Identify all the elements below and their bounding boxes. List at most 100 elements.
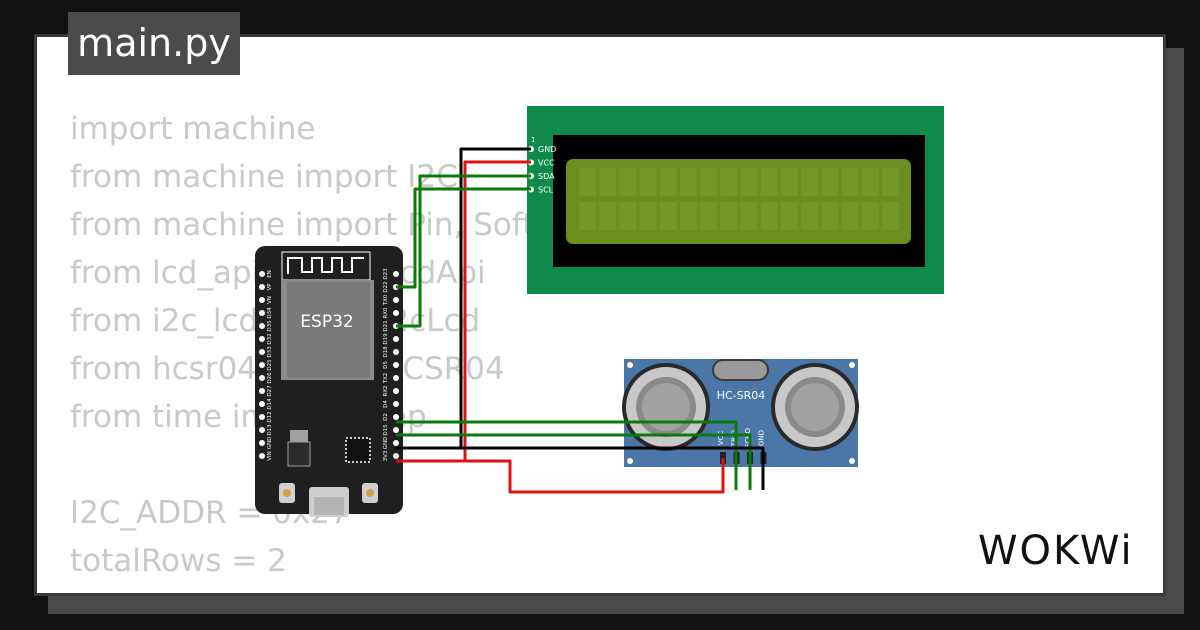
lcd-character-grid bbox=[579, 168, 899, 230]
esp32-pin-label: D26 bbox=[267, 372, 273, 384]
esp32-pin[interactable] bbox=[393, 271, 399, 277]
esp32-pin[interactable] bbox=[393, 453, 399, 459]
esp32-pin[interactable] bbox=[259, 284, 265, 290]
esp32-pin[interactable] bbox=[259, 440, 265, 446]
esp32-pin[interactable] bbox=[393, 349, 399, 355]
sensor-mount-hole bbox=[849, 458, 855, 464]
wire-sensor-echo[interactable] bbox=[396, 433, 752, 490]
esp32-pin-label: D32 bbox=[267, 333, 273, 344]
esp32-pin[interactable] bbox=[259, 362, 265, 368]
esp32-pin[interactable] bbox=[259, 453, 265, 459]
micro-usb-opening bbox=[314, 497, 344, 515]
wokwi-logo: WOKWi bbox=[978, 528, 1134, 574]
lcd-char-cell bbox=[720, 168, 738, 196]
esp32-pin-label: D35 bbox=[267, 320, 273, 332]
voltage-regulator-tab bbox=[290, 430, 308, 442]
sensor-pin-label: VCC bbox=[717, 431, 725, 446]
lcd-pin-number: 1 bbox=[531, 136, 535, 144]
lcd-char-cell bbox=[882, 168, 899, 196]
wire-lcd-sda[interactable] bbox=[396, 174, 531, 328]
esp32-pin[interactable] bbox=[393, 401, 399, 407]
esp32-pin-label: D27 bbox=[267, 385, 273, 397]
lcd-char-cell bbox=[680, 202, 697, 230]
lcd-char-cell bbox=[740, 168, 758, 196]
esp32-pin[interactable] bbox=[393, 440, 399, 446]
esp32-pin-label: D15 bbox=[383, 424, 389, 436]
esp32-pin-label: D21 bbox=[383, 320, 389, 331]
file-tab[interactable]: main.py bbox=[68, 12, 240, 75]
voltage-regulator bbox=[287, 441, 311, 467]
esp32-pin[interactable] bbox=[259, 414, 265, 420]
lcd-char-cell bbox=[760, 168, 778, 196]
esp32-pin[interactable] bbox=[259, 271, 265, 277]
esp32-pin-label: D12 bbox=[267, 411, 273, 422]
lcd-char-cell bbox=[801, 168, 819, 196]
esp32-pin-label: VP bbox=[267, 283, 273, 291]
wire-sensor-trig[interactable] bbox=[396, 420, 738, 490]
esp32-pin-label: D5 bbox=[383, 361, 389, 369]
lcd-char-cell bbox=[579, 202, 596, 230]
code-line: import machine bbox=[70, 111, 316, 147]
esp32-pin[interactable] bbox=[393, 388, 399, 394]
wokwi-logo-text: WOKWi bbox=[978, 528, 1134, 574]
esp32-label: ESP32 bbox=[300, 312, 353, 332]
esp32-pin-label: EN bbox=[267, 270, 273, 278]
esp32-pin[interactable] bbox=[259, 297, 265, 303]
esp32-pin[interactable] bbox=[259, 375, 265, 381]
code-line: totalRows = 2 bbox=[70, 543, 287, 579]
antenna-trace bbox=[287, 257, 364, 274]
esp32-pin[interactable] bbox=[393, 362, 399, 368]
sensor-receiver bbox=[771, 363, 859, 451]
sensor-crystal bbox=[712, 359, 769, 381]
en-button-cap bbox=[366, 489, 374, 497]
lcd-char-cell bbox=[639, 168, 657, 196]
lcd-char-cell bbox=[841, 202, 859, 230]
lcd-char-cell bbox=[579, 168, 596, 196]
esp32-pin-label: D22 bbox=[383, 281, 389, 292]
esp32-pin-label: VIN bbox=[267, 451, 273, 461]
esp32-board[interactable]: ESP32 ENVPVND34D35D32D33D25D26D27D14D12D… bbox=[255, 246, 403, 517]
sensor-mount-hole bbox=[627, 362, 633, 368]
esp32-pin[interactable] bbox=[259, 310, 265, 316]
esp32-pin[interactable] bbox=[393, 427, 399, 433]
boot-button-cap bbox=[283, 489, 291, 497]
esp32-pin-label: 3V3 bbox=[383, 450, 389, 461]
esp32-pin[interactable] bbox=[259, 349, 265, 355]
wire-sensor-vcc[interactable] bbox=[396, 458, 725, 494]
esp32-pin[interactable] bbox=[259, 401, 265, 407]
esp32-pin[interactable] bbox=[393, 297, 399, 303]
esp32-pin-label: D23 bbox=[383, 268, 389, 280]
sensor-mount-hole bbox=[627, 458, 633, 464]
esp32-pin[interactable] bbox=[393, 414, 399, 420]
lcd-char-cell bbox=[861, 168, 879, 196]
esp32-pin[interactable] bbox=[259, 427, 265, 433]
esp32-pin[interactable] bbox=[259, 323, 265, 329]
lcd-char-cell bbox=[841, 168, 859, 196]
wire-lcd-scl[interactable] bbox=[396, 187, 531, 289]
esp32-pin[interactable] bbox=[259, 388, 265, 394]
lcd-char-cell bbox=[720, 202, 738, 230]
lcd-char-cell bbox=[599, 202, 617, 230]
esp32-pin[interactable] bbox=[393, 310, 399, 316]
lcd-char-cell bbox=[639, 202, 657, 230]
esp32-pin-label: D34 bbox=[267, 307, 273, 319]
esp32-pin-label: D2 bbox=[383, 413, 389, 421]
esp32-pin[interactable] bbox=[393, 336, 399, 342]
esp32-pin-label: D14 bbox=[267, 398, 273, 410]
lcd-char-cell bbox=[659, 168, 677, 196]
lcd-pin-label: SCL bbox=[538, 186, 554, 195]
sensor-mount-hole bbox=[849, 362, 855, 368]
code-line: totalColumns = 16 bbox=[70, 585, 585, 593]
lcd-char-cell bbox=[680, 168, 697, 196]
esp32-pin-label: D25 bbox=[267, 359, 273, 371]
usb-uart-chip bbox=[345, 437, 371, 463]
esp32-pin-label: TX0 bbox=[383, 294, 389, 306]
wire-sensor-gnd[interactable] bbox=[396, 446, 765, 490]
esp32-pin[interactable] bbox=[259, 336, 265, 342]
lcd-char-cell bbox=[740, 202, 758, 230]
lcd-char-cell bbox=[801, 202, 819, 230]
esp32-pin[interactable] bbox=[393, 375, 399, 381]
code-line: from machine import I2C bbox=[70, 159, 458, 195]
